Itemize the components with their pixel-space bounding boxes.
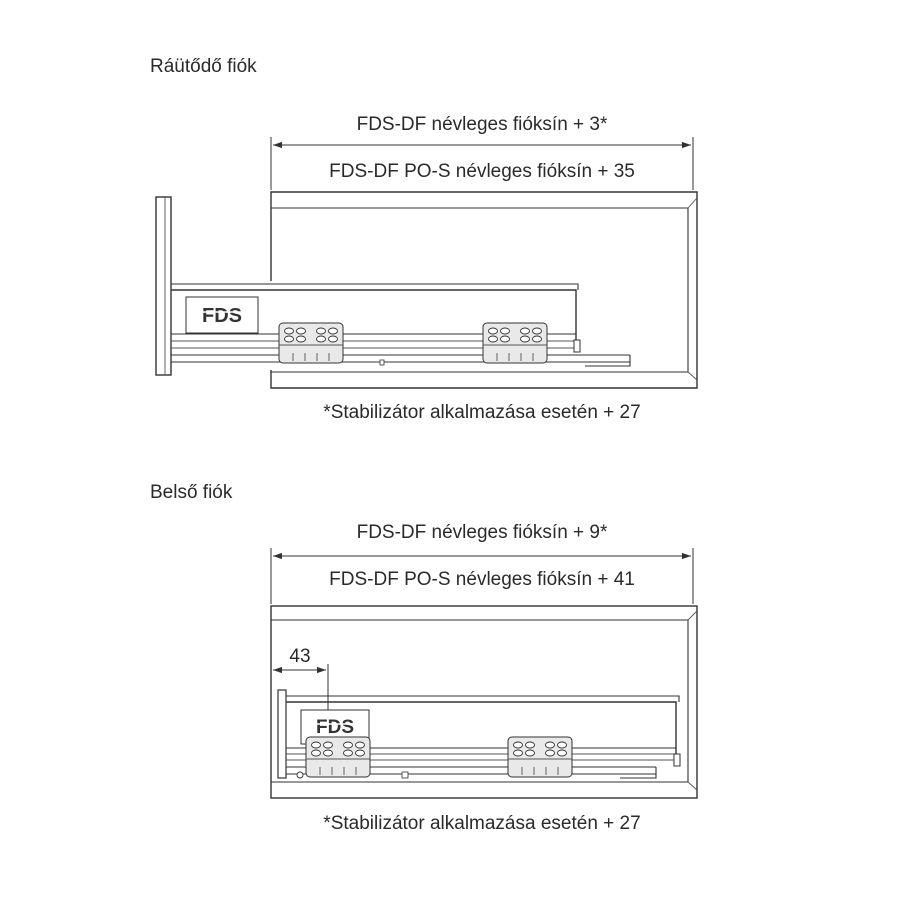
figure-overlay-drawer: Ráütődő fiók FDS-DF névleges fióksín + 3… [150,56,698,423]
figure-2-logo-text: FDS [316,717,354,738]
figure-2-dim-outer: FDS-DF névleges fióksín + 9* [357,522,608,543]
figure-2-offset-dim: 43 [289,646,310,667]
figure-1-front-panel [155,196,172,376]
figure-1-fds-logo: FDS [185,296,259,334]
figure-2-cabinet [270,605,698,799]
figure-2-dim-inner: FDS-DF PO-S névleges fióksín + 41 [329,569,635,590]
figure-1-dim-outer: FDS-DF névleges fióksín + 3* [357,114,608,135]
figure-1-logo-text: FDS [202,305,242,327]
figure-inset-drawer: Belső fiók FDS-DF névleges fióksín + 9* … [150,482,698,834]
figure-1-title: Ráütődő fiók [150,56,257,77]
figure-2-footnote: *Stabilizátor alkalmazása esetén + 27 [323,813,640,834]
figure-2-title: Belső fiók [150,482,233,503]
figure-1-bracket-right [482,322,548,364]
figure-1-bracket-left [278,322,344,364]
figure-1-dim-inner: FDS-DF PO-S névleges fióksín + 35 [329,161,635,182]
figure-1-footnote: *Stabilizátor alkalmazása esetén + 27 [323,402,640,423]
figure-2-bracket-right [507,736,573,778]
figure-2-bracket-left [305,736,371,778]
figure-1-cabinet [270,191,698,389]
figure-2-front-panel [277,689,287,779]
